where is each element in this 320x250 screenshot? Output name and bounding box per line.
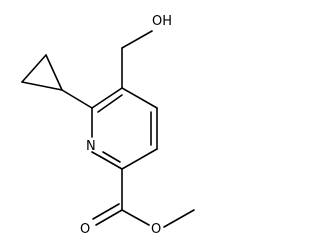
bond-c1-c6 [91, 87, 123, 109]
bond-ch2-oh [121, 30, 153, 49]
bond-c6-c5 [121, 87, 158, 109]
bond-cyclopropyl-c [45, 54, 63, 91]
bond-carbonyl-double-b [92, 203, 120, 220]
bond-ester-o-methyl [163, 209, 195, 228]
carbonyl-oxygen-label: O [80, 222, 90, 237]
bond-c2-n1 [91, 151, 102, 158]
bond-c4-c3 [121, 148, 158, 170]
hydroxyl-label: OH [152, 14, 172, 29]
bond-carbonyl-double-a [95, 209, 123, 226]
bond-c1-c6-inner [97, 94, 123, 113]
chemical-structure: OH N O O [21, 14, 195, 237]
cyclopropyl-group [21, 54, 93, 109]
bond-cyclopropyl-b [21, 54, 47, 83]
methyl-ester-group [92, 168, 195, 228]
ring-nitrogen-label: N [86, 139, 96, 154]
bond-c3-c2 [100, 156, 123, 170]
bond-ring-cyclopropyl [61, 89, 93, 109]
ester-oxygen-label: O [151, 222, 161, 237]
bond-c3-c2-inner [102, 151, 121, 163]
pyridine-ring [91, 87, 158, 170]
hydroxymethyl-group [121, 30, 153, 89]
bond-carbonyl-ester-o [121, 209, 150, 226]
bond-cyclopropyl-a [21, 81, 63, 91]
